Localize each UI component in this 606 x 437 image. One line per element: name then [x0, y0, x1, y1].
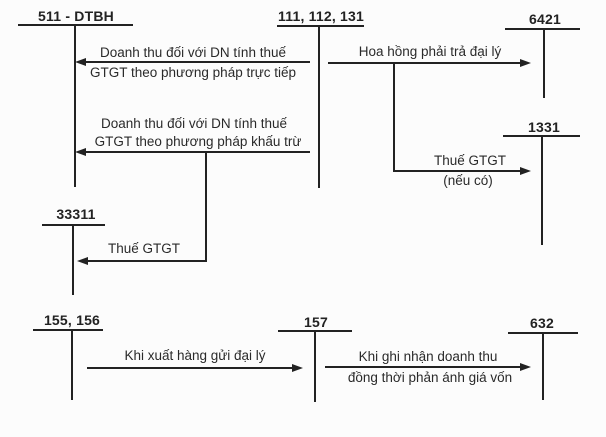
flow-deduct-text-line2: GTGT theo phương pháp khấu trừ: [94, 134, 302, 149]
flow-vat-1331-arrowhead-right-icon: [520, 167, 531, 175]
flow-direct-arrow-line: [86, 61, 310, 63]
account-33311-stem-line: [72, 224, 74, 295]
flow-deduct-arrow-line: [86, 151, 310, 153]
flow-revenue-text-line2: đồng thời phản ánh giá vốn: [347, 370, 513, 385]
flow-vat-1331-arrow-line: [394, 170, 520, 172]
flow-vat-33311-arrow-line: [88, 260, 207, 262]
account-155-top-line: [33, 329, 103, 331]
flow-deduct-branch-line: [205, 151, 207, 262]
account-6421-stem-line: [543, 28, 545, 98]
flow-deduct-arrowhead-left-icon: [75, 148, 86, 156]
account-1331-stem-line: [541, 135, 543, 245]
flow-revenue-text-line1: Khi ghi nhận doanh thu: [358, 349, 498, 364]
account-label-1331: 1331: [528, 119, 560, 135]
flow-vat-1331-text-line2: (nếu có): [443, 173, 493, 188]
flow-vat-33311-arrowhead-left-icon: [77, 257, 88, 265]
flow-vat-33311-text: Thuế GTGT: [107, 241, 181, 256]
flow-deduct-text-line1: Doanh thu đối với DN tính thuế: [101, 116, 287, 131]
account-label-33311: 33311: [56, 206, 96, 222]
account-label-511: 511 - DTBH: [38, 8, 114, 24]
account-label-157: 157: [304, 314, 328, 330]
account-label-111: 111, 112, 131: [278, 8, 364, 24]
flow-commission-arrowhead-right-icon: [520, 59, 531, 67]
flow-vat-1331-text-line1: Thuế GTGT: [433, 153, 507, 168]
flow-direct-text-line1: Doanh thu đối với DN tính thuế: [100, 45, 286, 60]
account-155-stem-line: [71, 329, 73, 400]
account-157-stem-line: [314, 330, 316, 402]
account-label-632: 632: [530, 315, 554, 331]
flow-direct-arrowhead-left-icon: [75, 58, 86, 66]
flow-ship-text: Khi xuất hàng gửi đại lý: [124, 348, 266, 363]
flow-direct-text-line2: GTGT theo phương pháp trực tiếp: [89, 65, 297, 80]
account-label-155: 155, 156: [43, 312, 101, 328]
account-6421-top-line: [505, 28, 580, 30]
account-511-stem-line: [74, 24, 76, 187]
flow-commission-arrow-line: [328, 62, 520, 64]
flow-commission-branch-line: [393, 62, 395, 172]
account-111-stem-line: [318, 25, 320, 188]
account-label-6421: 6421: [529, 11, 561, 27]
flow-ship-arrow-line: [87, 367, 292, 369]
account-111-top-line: [277, 25, 364, 27]
flow-ship-arrowhead-right-icon: [292, 364, 303, 372]
flow-commission-text: Hoa hồng phải trả đại lý: [358, 44, 502, 59]
flow-revenue-arrow-line: [325, 366, 520, 368]
flow-revenue-arrowhead-right-icon: [520, 363, 531, 371]
account-632-stem-line: [542, 332, 544, 400]
